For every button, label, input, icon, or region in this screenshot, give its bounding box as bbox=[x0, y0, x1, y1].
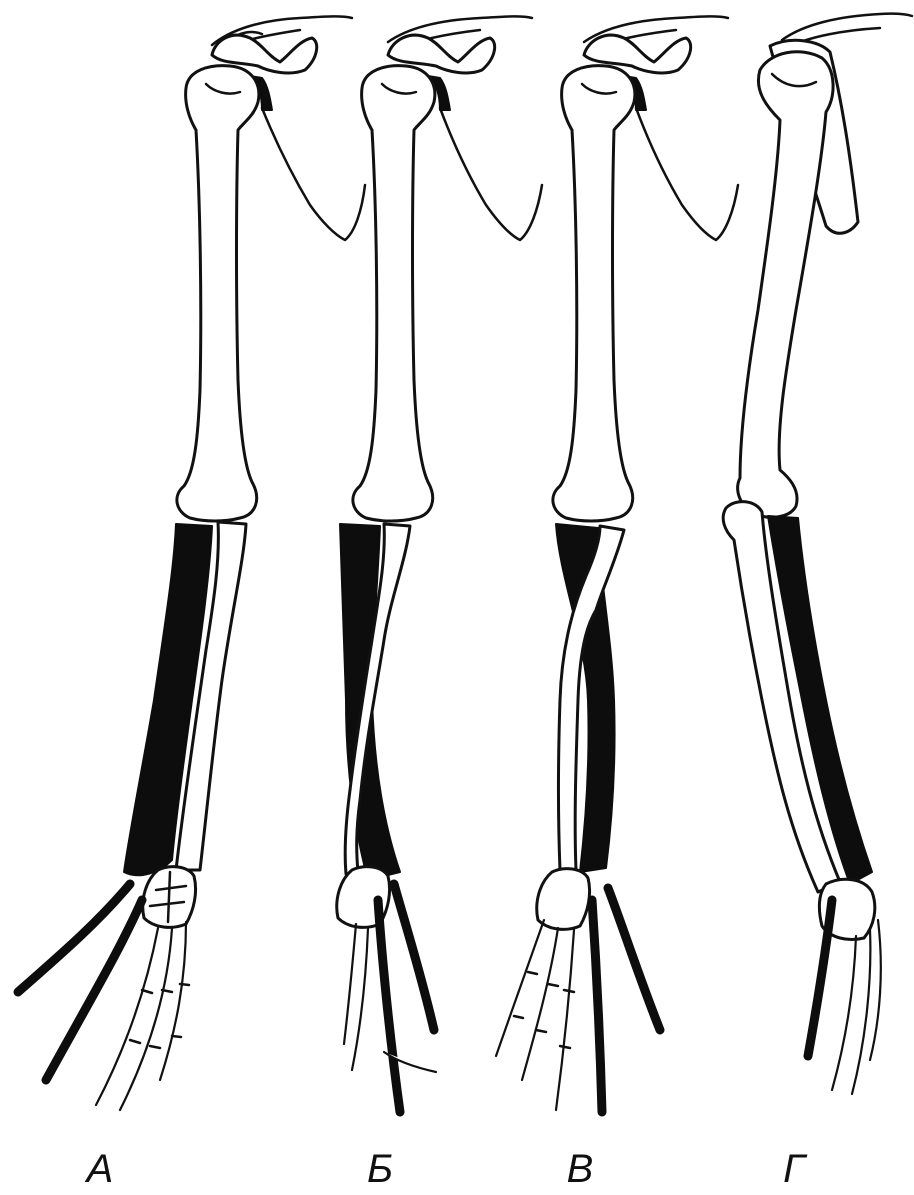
humerus bbox=[177, 66, 259, 521]
humerus bbox=[738, 52, 833, 518]
arm-panel-a: А bbox=[18, 16, 365, 1191]
panel-label: Б bbox=[367, 1147, 393, 1191]
finger-3 bbox=[556, 930, 574, 1110]
humerus bbox=[553, 66, 635, 521]
arm-panel-g: Г bbox=[723, 14, 912, 1191]
finger-5 bbox=[870, 920, 881, 1060]
humerus bbox=[353, 66, 435, 521]
panel-label: А bbox=[85, 1147, 114, 1191]
panel-label: В bbox=[567, 1147, 594, 1191]
thumb-highlighted bbox=[394, 884, 434, 1030]
finger-5 bbox=[496, 920, 544, 1056]
scapula bbox=[262, 108, 365, 240]
thumb-highlighted bbox=[18, 884, 130, 992]
thumb-highlighted bbox=[608, 888, 660, 1030]
index-finger-highlighted bbox=[592, 900, 602, 1112]
scapula bbox=[636, 108, 738, 240]
finger-5 bbox=[160, 922, 186, 1080]
arm-panel-v: В bbox=[496, 16, 738, 1191]
scapula bbox=[440, 108, 542, 240]
finger-4 bbox=[522, 928, 558, 1080]
finger-4 bbox=[344, 924, 356, 1044]
finger-3 bbox=[832, 936, 856, 1090]
panel-label: Г bbox=[783, 1147, 808, 1191]
index-finger-highlighted bbox=[378, 900, 400, 1112]
